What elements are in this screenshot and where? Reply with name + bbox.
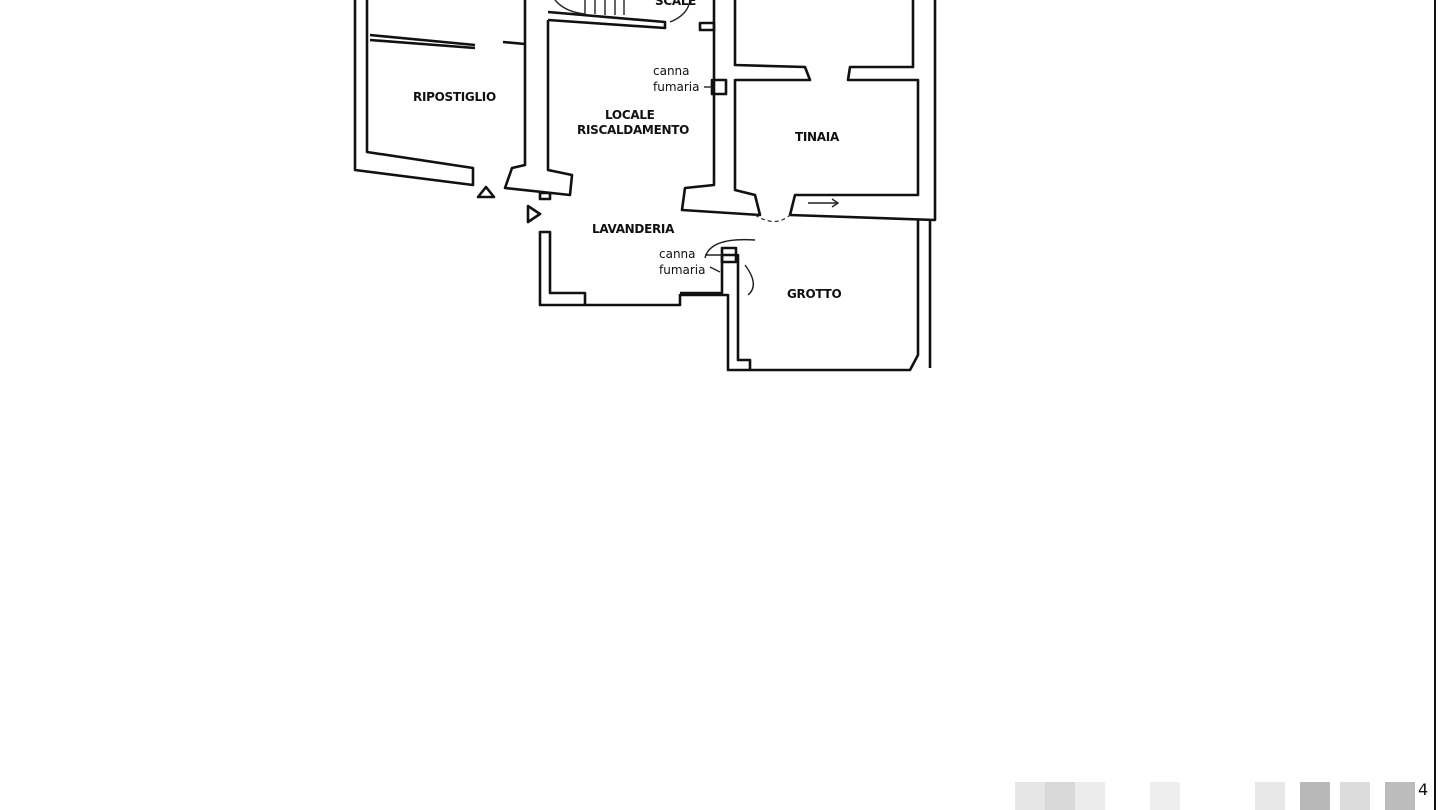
room-label-grotto: GROTTO xyxy=(787,287,841,301)
room-label-lavanderia: LAVANDERIA xyxy=(592,222,675,236)
flue-label-2-line1: canna xyxy=(659,247,696,261)
room-label-stairs: SCALE xyxy=(655,0,696,8)
room-label-tinaia: TINAIA xyxy=(795,130,840,144)
flue-label-1-line1: canna xyxy=(653,64,690,78)
flue-label-1-line2: fumaria xyxy=(653,80,700,94)
room-label-riscaldamento: RISCALDAMENTO xyxy=(577,123,689,137)
room-label-locale: LOCALE xyxy=(605,108,655,122)
flue-label-2-line2: fumaria xyxy=(659,263,706,277)
room-label-cut: ... xyxy=(400,0,413,1)
page-number: 4 xyxy=(1418,780,1428,799)
page-border xyxy=(1434,0,1436,810)
stair-treads xyxy=(554,0,691,23)
room-label-ripostiglio: RIPOSTIGLIO xyxy=(413,90,496,104)
entrance-arrows xyxy=(476,185,542,224)
flue-symbols xyxy=(704,86,722,273)
walls xyxy=(353,0,937,372)
